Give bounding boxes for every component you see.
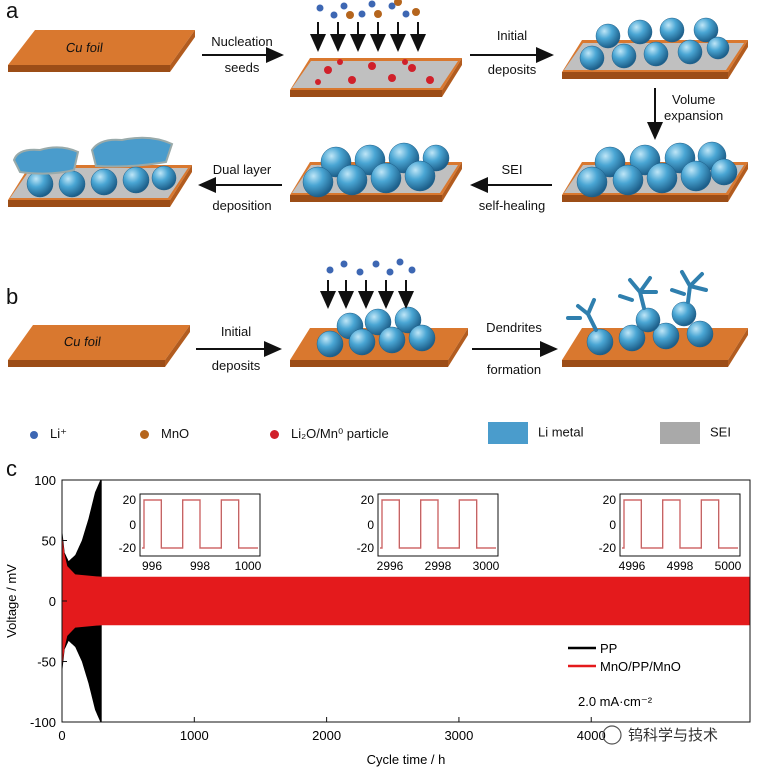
inset-x-tick-label: 5000 (715, 559, 742, 573)
inset-y-tick-label: 0 (609, 518, 616, 532)
li-metal-swatch-icon (488, 422, 528, 444)
legend-li2o-particle: Li₂O/Mn⁰ particle (270, 426, 389, 442)
axis-ticks (61, 479, 592, 723)
inset-x-tick-label: 998 (190, 559, 210, 573)
legend-li-metal: Li metal (488, 422, 584, 444)
panel-letter-b: b (6, 284, 19, 309)
inset-y-tick-label: 20 (603, 493, 617, 507)
step-volume-line1: Volume (672, 92, 716, 107)
cu-foil-plate-b (8, 325, 190, 367)
seeded-plate (290, 58, 462, 97)
step-nucleation-line2: seeds (224, 60, 260, 75)
deposit-plate-b (290, 306, 468, 367)
inset-pp-trace (622, 499, 738, 549)
step-b-initial-line2: deposits (211, 358, 261, 373)
x-tick-labels: 0 1000 2000 3000 4000 (58, 728, 605, 743)
step-volume-line2: expansion (664, 108, 724, 123)
inset-pp-trace (380, 499, 496, 549)
cu-foil-label-a: Cu foil (64, 40, 104, 55)
step-b-initial-line1: Initial (220, 324, 252, 339)
li2o-dot-icon (270, 430, 279, 440)
step-dual-layer-line2: deposition (212, 198, 272, 213)
series-mno-band (62, 534, 750, 668)
inset-y-tick-label: 0 (367, 518, 374, 532)
y-tick-labels: 100 50 0 -50 -100 (30, 473, 56, 730)
legend-mno: MnO (140, 426, 189, 441)
y-tick-label: -100 (30, 715, 56, 730)
dendrite-plate (562, 270, 748, 367)
step-b-dendrites-line1: Dendrites (486, 320, 542, 335)
step-sei-line1: SEI (501, 162, 523, 177)
y-tick-label: 100 (34, 473, 56, 488)
li2o-mn-particles (315, 59, 434, 85)
inset-y-tick-label: 20 (123, 493, 137, 507)
step-initial-line1: Initial (496, 28, 528, 43)
legend-label-pp: PP (600, 641, 617, 656)
initial-deposit-plate (562, 17, 748, 79)
inset-x-tick-label: 2996 (377, 559, 404, 573)
cu-foil-plate-a (8, 30, 195, 72)
y-tick-label: 0 (49, 594, 56, 609)
li-ion-dot-icon (30, 430, 38, 439)
step-dual-layer-line1: Dual layer (212, 162, 272, 177)
legend-label-mno: MnO/PP/MnO (600, 659, 681, 674)
panel-letter-a: a (6, 0, 19, 23)
x-tick-label: 4000 (577, 728, 606, 743)
inset-y-tick-label: 20 (361, 493, 375, 507)
healed-plate (290, 142, 462, 202)
y-axis-label: Voltage / mV (4, 564, 19, 638)
x-axis-label: Cycle time / h (367, 752, 446, 767)
y-tick-label: -50 (37, 655, 56, 670)
inset-x-tick-label: 4996 (619, 559, 646, 573)
inset-pp-trace (142, 499, 258, 549)
inset-y-tick-label: -20 (119, 541, 137, 555)
step-nucleation-line1: Nucleation (211, 34, 273, 49)
step-initial-line2: deposits (487, 62, 537, 77)
x-tick-label: 2000 (312, 728, 341, 743)
x-tick-label: 3000 (444, 728, 473, 743)
inset-y-tick-label: -20 (599, 541, 617, 555)
x-tick-label: 0 (58, 728, 65, 743)
dual-layer-plate (8, 136, 192, 207)
sei-swatch-icon (660, 422, 700, 444)
series-layer (62, 480, 750, 722)
inset-x-tick-label: 2998 (425, 559, 452, 573)
watermark-logo-icon (602, 725, 622, 745)
inset-x-tick-label: 4998 (667, 559, 694, 573)
mno-dot-icon (140, 430, 149, 440)
expanded-plate (562, 141, 748, 202)
inset-x-tick-label: 3000 (473, 559, 500, 573)
current-density-label: 2.0 mA·cm⁻² (578, 694, 653, 709)
cu-foil-label-b: Cu foil (62, 334, 102, 349)
panel-letter-c: c (6, 456, 17, 481)
step-sei-line2: self-healing (478, 198, 546, 213)
x-tick-label: 1000 (180, 728, 209, 743)
falling-ions-b (320, 258, 416, 309)
inset-y-tick-label: 0 (129, 518, 136, 532)
falling-ions-a (310, 0, 426, 52)
legend-li-ion: Li⁺ (30, 426, 67, 442)
inset-x-tick-label: 996 (142, 559, 162, 573)
legend-sei: SEI (660, 422, 731, 444)
inset-y-tick-label: -20 (357, 541, 375, 555)
y-tick-label: 50 (42, 534, 56, 549)
chart-legend: PP MnO/PP/MnO (568, 641, 681, 674)
schematic-canvas (8, 0, 748, 367)
watermark-text: 钨科学与技术 (628, 727, 718, 744)
step-b-dendrites-line2: formation (486, 362, 542, 377)
inset-plot: 20 0 -20 996 998 1000 (119, 493, 262, 573)
inset-x-tick-label: 1000 (235, 559, 262, 573)
